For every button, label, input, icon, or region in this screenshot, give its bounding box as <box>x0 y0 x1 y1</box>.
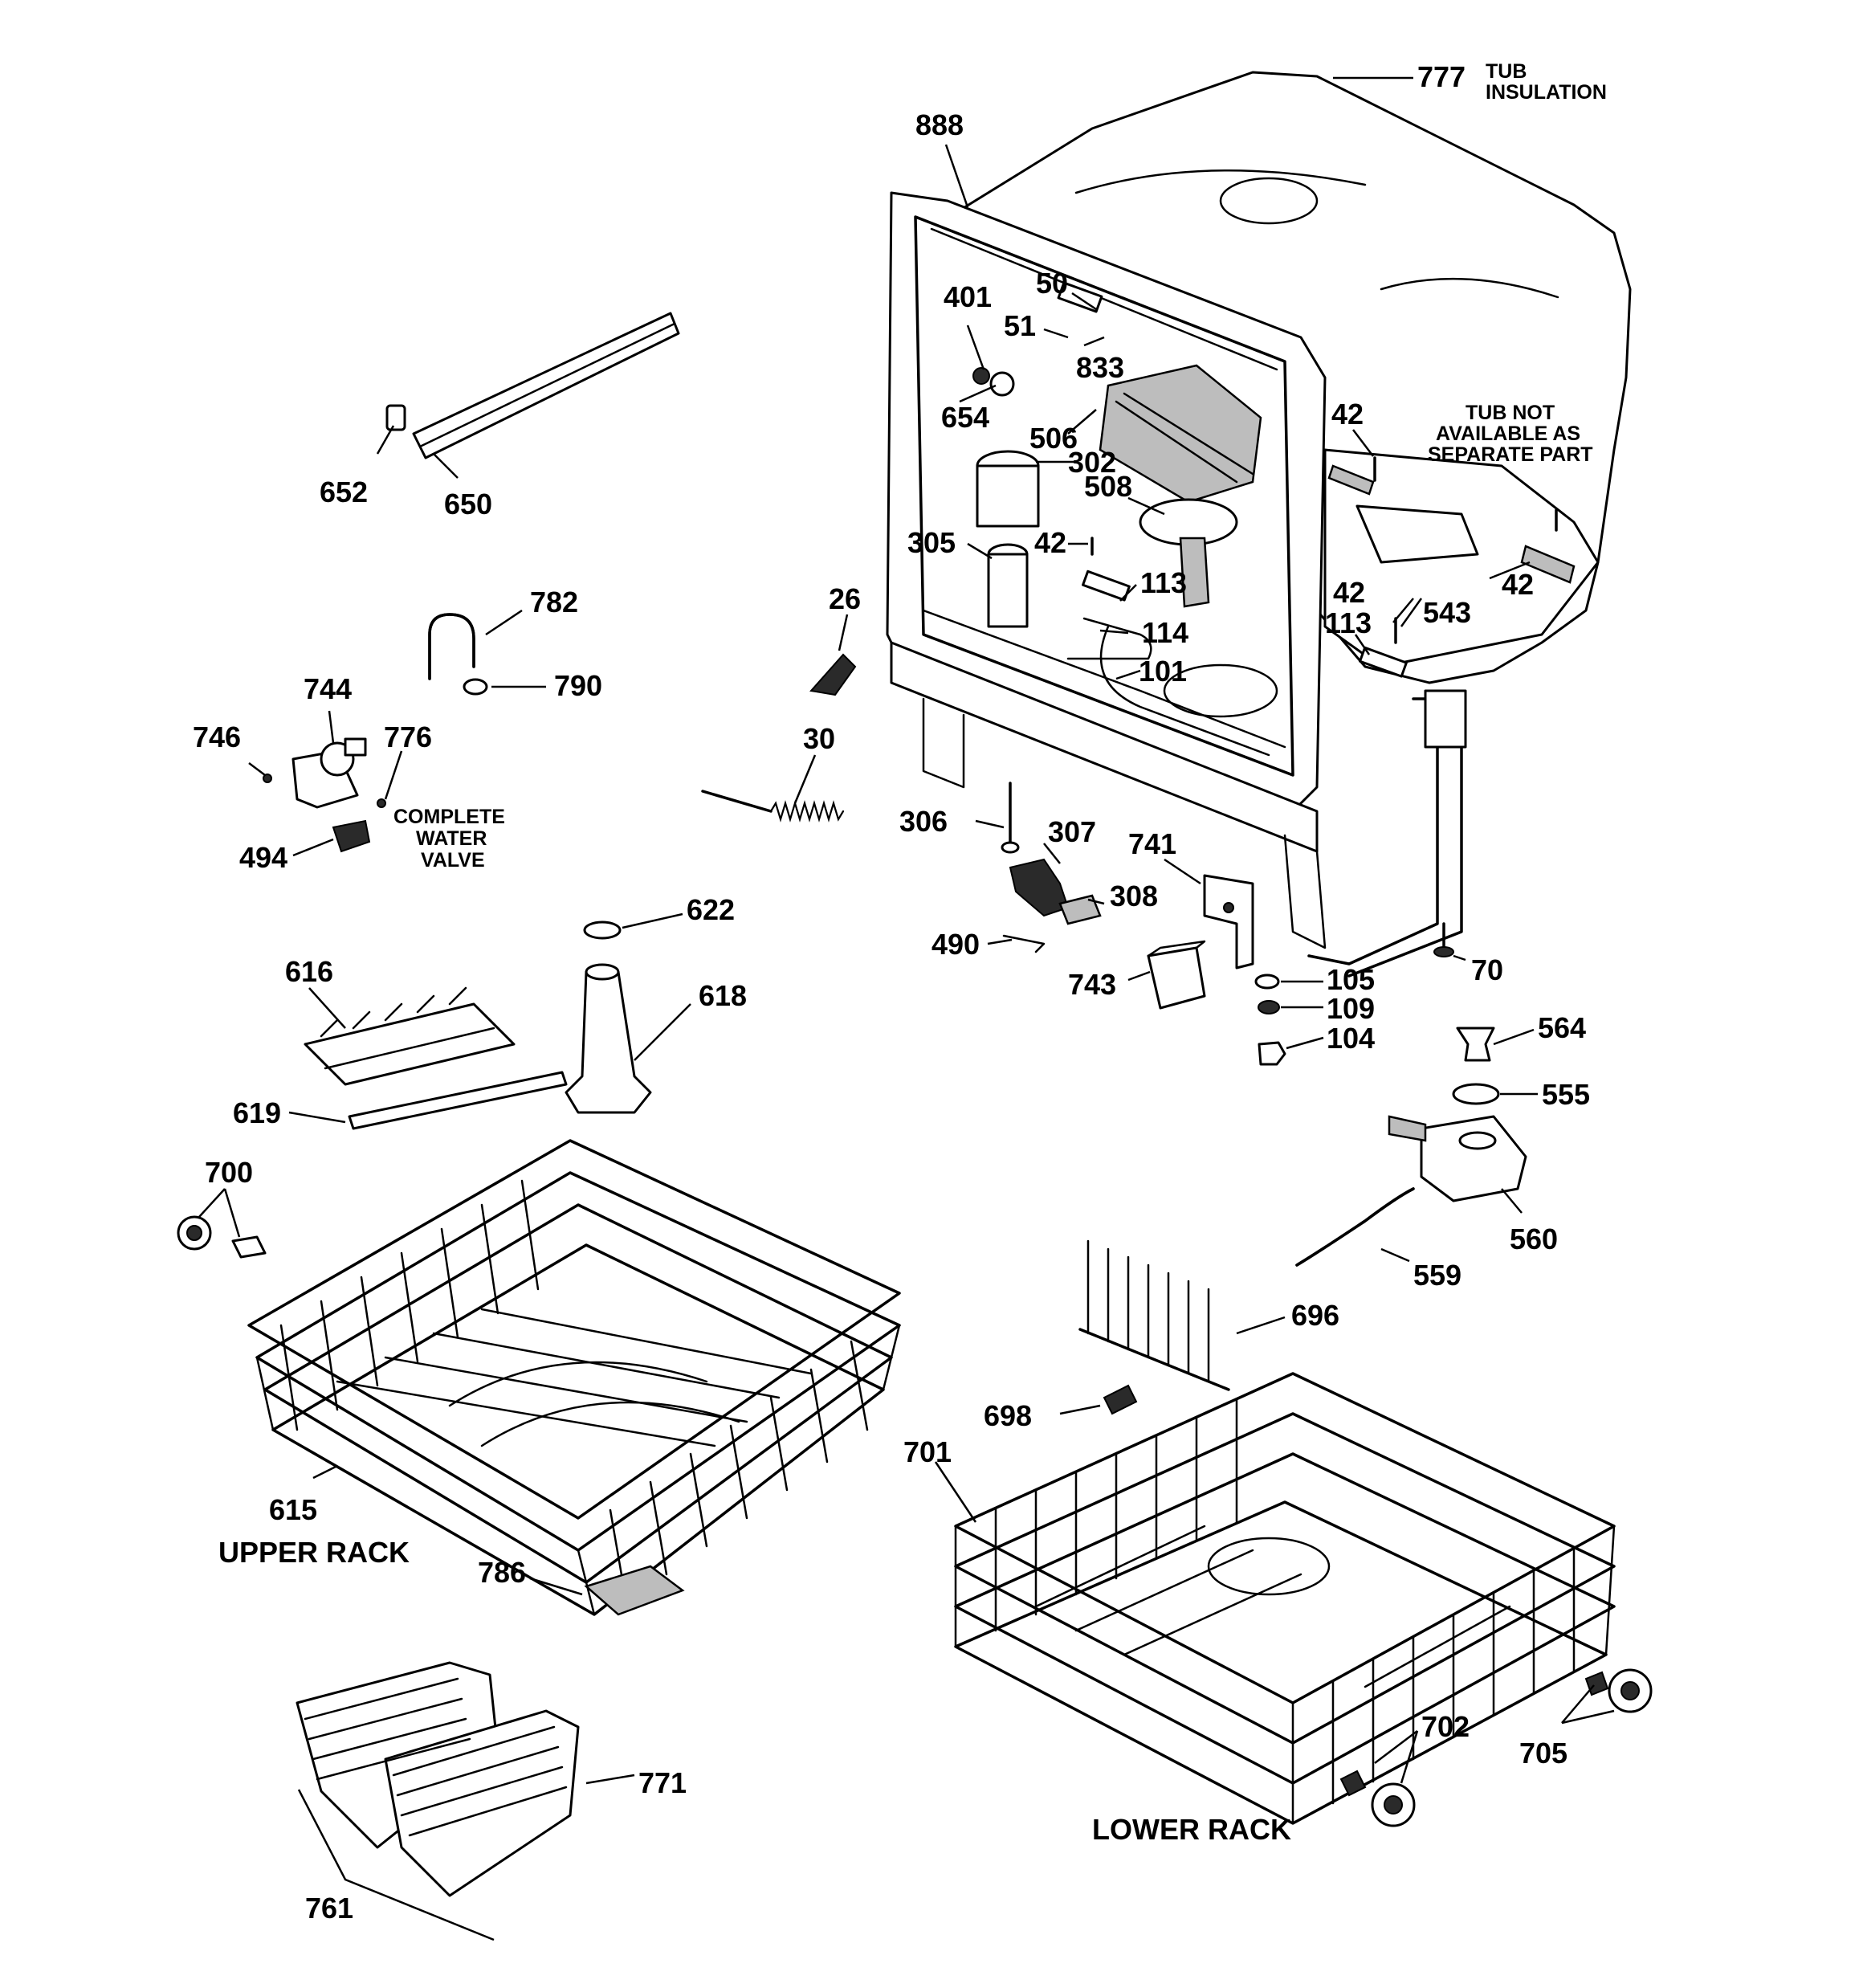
label-114: 114 <box>1142 616 1188 649</box>
label-777: 777 <box>1417 60 1466 93</box>
label-494: 494 <box>239 841 287 874</box>
label-305: 305 <box>907 526 956 559</box>
label-559: 559 <box>1413 1259 1461 1292</box>
label-401: 401 <box>944 280 992 313</box>
label-761: 761 <box>305 1892 353 1925</box>
label-tub-note-2: AVAILABLE AS <box>1436 423 1580 445</box>
detergent-dispenser <box>1099 364 1262 504</box>
door-switch <box>1009 858 1070 917</box>
label-104: 104 <box>1327 1022 1375 1055</box>
label-valve-3: VALVE <box>421 849 485 872</box>
label-508: 508 <box>1084 470 1132 503</box>
spray-tower-618 <box>565 970 652 1114</box>
label-113-a: 113 <box>1140 566 1187 599</box>
tub-assembly <box>886 71 1632 978</box>
label-42-a: 42 <box>1034 526 1066 559</box>
label-776: 776 <box>384 720 432 753</box>
silverware-basket <box>296 1661 580 1897</box>
clip-698 <box>1103 1384 1138 1415</box>
tine-row-619 <box>348 1071 568 1130</box>
nut-104 <box>1258 1041 1286 1066</box>
label-743: 743 <box>1068 968 1116 1001</box>
label-700: 700 <box>205 1156 253 1189</box>
label-51: 51 <box>1004 309 1036 342</box>
leader-lines <box>198 76 1615 1785</box>
label-306: 306 <box>899 805 948 838</box>
label-302: 302 <box>1068 446 1116 479</box>
label-771: 771 <box>638 1766 687 1799</box>
label-tub-note-1: TUB NOT <box>1466 402 1555 424</box>
label-543: 543 <box>1423 596 1471 629</box>
cap-622 <box>583 921 622 940</box>
label-70: 70 <box>1471 953 1503 986</box>
label-506: 506 <box>1029 422 1078 455</box>
bracket-741 <box>1203 874 1254 970</box>
label-valve-2: WATER <box>416 827 487 850</box>
washer-109 <box>1258 1000 1280 1014</box>
door-rail <box>385 312 680 459</box>
relay-743 <box>1147 946 1206 1010</box>
label-619: 619 <box>233 1096 281 1129</box>
label-654: 654 <box>941 401 989 434</box>
label-lower-rack: LOWER RACK <box>1092 1813 1291 1846</box>
water-valve <box>263 737 386 853</box>
lower-rack <box>954 1372 1616 1825</box>
label-744: 744 <box>304 672 352 705</box>
door-spring <box>701 790 845 823</box>
label-786: 786 <box>478 1556 526 1589</box>
label-555: 555 <box>1542 1078 1590 1111</box>
label-746: 746 <box>193 720 241 753</box>
label-42-c: 42 <box>1502 568 1534 601</box>
washer-105 <box>1254 974 1280 990</box>
label-113-b: 113 <box>1325 606 1372 639</box>
label-upper-rack: UPPER RACK <box>218 1536 410 1569</box>
label-650: 650 <box>444 488 492 520</box>
label-615: 615 <box>269 1493 317 1526</box>
label-564: 564 <box>1538 1011 1586 1044</box>
label-833: 833 <box>1076 351 1124 384</box>
drain-pump-560 <box>1388 1115 1527 1202</box>
label-702: 702 <box>1421 1710 1470 1743</box>
part-labels: 777 TUB INSULATION 888 50 401 51 833 654… <box>193 60 1607 1925</box>
label-560: 560 <box>1510 1223 1558 1255</box>
tine-row-696 <box>1078 1239 1230 1391</box>
label-42-b: 42 <box>1331 398 1364 431</box>
label-616: 616 <box>285 955 333 988</box>
label-782: 782 <box>530 586 578 618</box>
label-tub-insulation-2: INSULATION <box>1486 81 1607 104</box>
label-valve-1: COMPLETE <box>393 806 505 828</box>
label-tub-insulation-1: TUB <box>1486 60 1527 83</box>
label-790: 790 <box>554 669 602 702</box>
label-50: 50 <box>1036 267 1068 300</box>
label-101: 101 <box>1139 655 1187 688</box>
o-ring-555 <box>1452 1083 1500 1105</box>
label-tub-note-3: SEPARATE PART <box>1428 443 1593 466</box>
label-741: 741 <box>1128 827 1176 860</box>
label-42-d: 42 <box>1333 576 1365 609</box>
label-652: 652 <box>320 476 368 508</box>
label-701: 701 <box>903 1435 952 1468</box>
label-698: 698 <box>984 1399 1032 1432</box>
label-307: 307 <box>1048 815 1096 848</box>
fill-hose <box>428 613 475 680</box>
door-hinge-bracket <box>809 653 857 696</box>
label-105: 105 <box>1327 963 1375 996</box>
label-308: 308 <box>1110 880 1158 912</box>
upper-rack <box>247 1139 901 1616</box>
label-618: 618 <box>699 979 747 1012</box>
label-705: 705 <box>1519 1737 1567 1770</box>
label-490: 490 <box>932 928 980 961</box>
label-622: 622 <box>687 893 735 926</box>
cup-shelf-616 <box>304 986 516 1086</box>
label-26: 26 <box>829 582 861 615</box>
label-109: 109 <box>1327 992 1375 1025</box>
drain-valve-564 <box>1456 1027 1495 1062</box>
label-30: 30 <box>803 722 835 755</box>
label-696: 696 <box>1291 1299 1339 1332</box>
basket-cover-786 <box>584 1565 685 1616</box>
label-888: 888 <box>915 108 964 141</box>
